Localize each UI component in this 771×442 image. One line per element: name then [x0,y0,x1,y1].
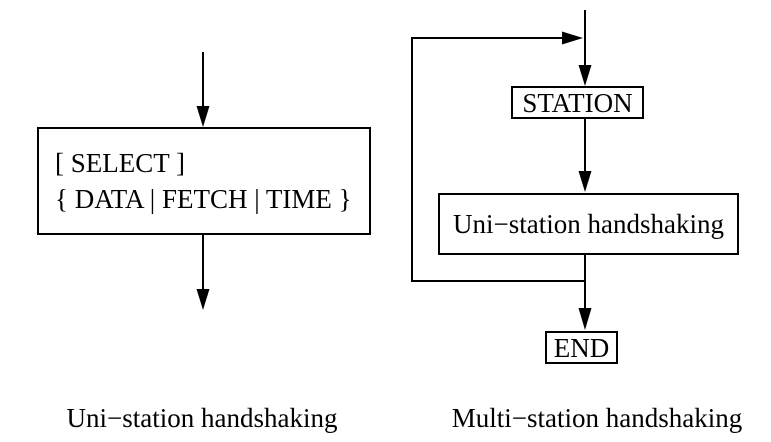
multi-diagram-caption: Multi−station handshaking [451,403,743,433]
uni-exit-arrowhead-icon [196,289,210,310]
select-command-line1: [ SELECT ] [55,148,185,178]
process-arrowhead-icon [578,171,592,192]
station-label: STATION [522,87,633,118]
loop-arrowhead-icon [562,31,583,45]
end-label: END [553,332,610,363]
station-arrowhead-icon [578,65,592,86]
select-command-line2: { DATA | FETCH | TIME } [55,184,352,214]
uni-station-handshaking-label: Uni−station handshaking [453,209,724,239]
station-box: STATION [511,86,644,119]
uni-diagram-caption: Uni−station handshaking [66,403,338,433]
end-box: END [545,331,618,364]
end-arrowhead-icon [578,308,592,330]
select-command-box: [ SELECT ] { DATA | FETCH | TIME } [37,127,371,235]
uni-entry-arrowhead-icon [196,106,210,127]
uni-station-handshaking-box: Uni−station handshaking [438,193,739,255]
